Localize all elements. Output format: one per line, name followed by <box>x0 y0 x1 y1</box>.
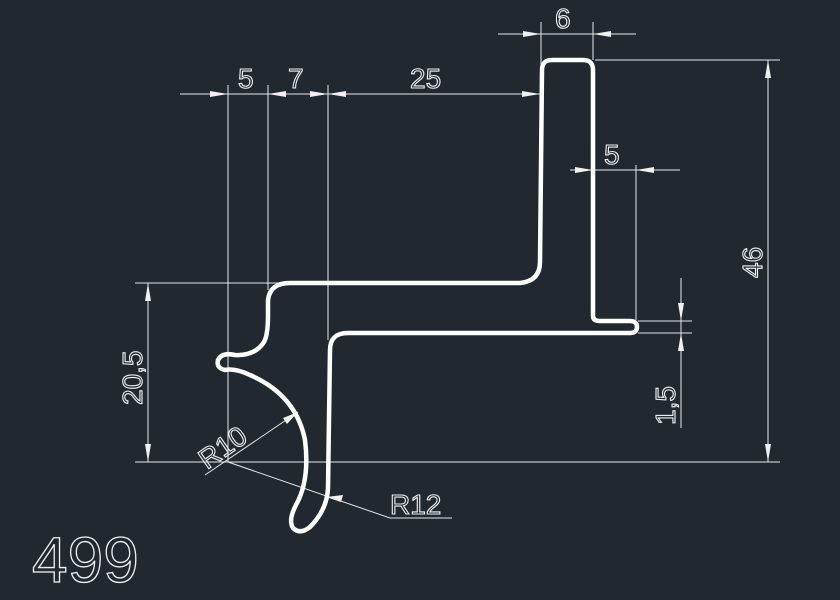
dim-top-width: 6 <box>555 3 571 34</box>
dim-radius-outer: R12 <box>390 489 441 520</box>
dim-horizontal-span: 25 <box>410 63 441 94</box>
dim-radius-inner: R10 <box>193 420 253 475</box>
dim-total-height: 46 <box>737 247 768 278</box>
part-number: 499 <box>32 524 139 596</box>
dimension-arrows <box>145 31 771 502</box>
dim-lower-height: 20,5 <box>117 351 148 406</box>
profile-outline <box>215 57 640 534</box>
dim-right-lip: 5 <box>604 139 620 170</box>
dim-left-offset-1: 5 <box>238 63 254 94</box>
dimension-lines <box>147 33 769 519</box>
dim-left-offset-2: 7 <box>288 63 304 94</box>
dim-lip-thickness: 1,5 <box>650 386 681 425</box>
extension-lines <box>135 22 780 463</box>
